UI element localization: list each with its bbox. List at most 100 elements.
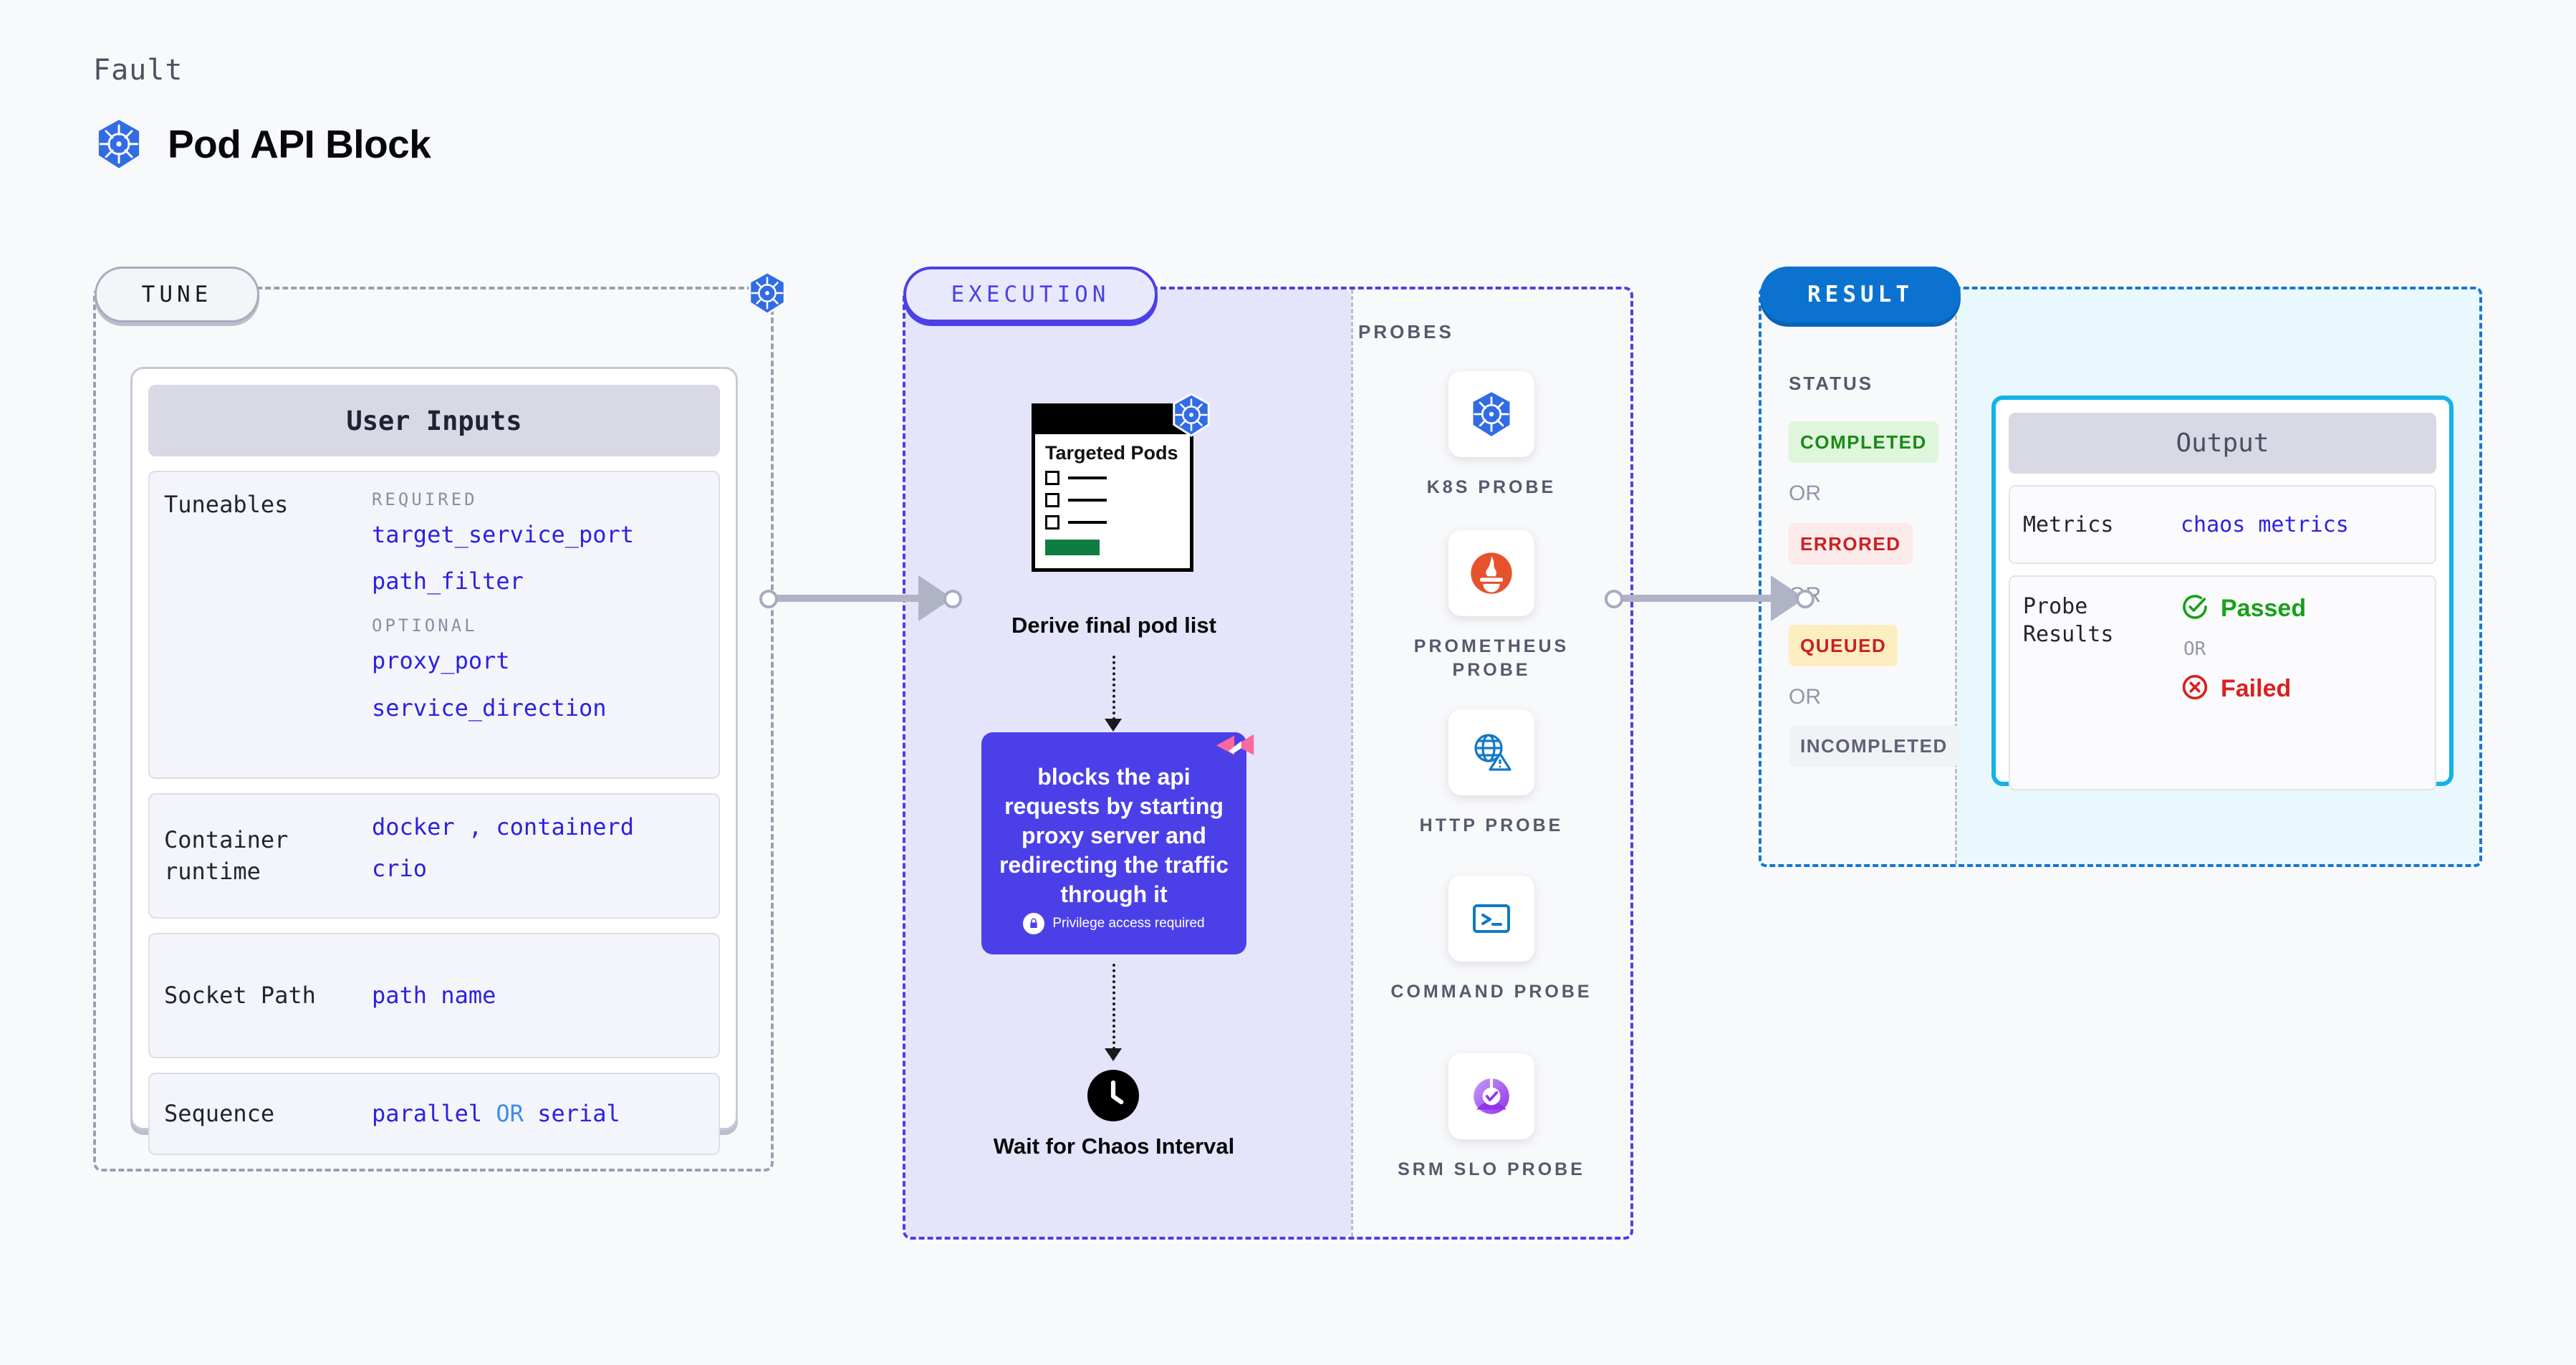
probe-label: HTTP PROBE [1419,815,1564,835]
kubernetes-icon [1169,393,1213,437]
execution-section-pill[interactable]: EXECUTION [903,267,1158,322]
list-line [1068,521,1107,525]
failed-label: Failed [2221,674,2292,702]
srm-slo-donut-icon [1448,1053,1534,1139]
tune-row-socket-path: Socket Path path name [148,933,720,1058]
clock-icon [1087,1070,1139,1121]
prometheus-icon [1448,530,1534,616]
output-card-title: Output [2009,413,2436,474]
tuneable-target-service-port[interactable]: target_service_port [372,521,635,548]
targeted-pods-card: Targeted Pods [1032,403,1193,572]
tune-row-sequence: Sequence parallel OR serial [148,1073,720,1155]
pods-list-item [1045,493,1180,508]
lock-icon [1023,913,1045,934]
user-inputs-card: User Inputs Tuneables REQUIRED target_se… [130,367,738,1155]
probe-label: K8S PROBE [1426,477,1557,497]
probe-srm-slo[interactable]: SRM SLO PROBE [1384,1053,1599,1182]
status-badge-incompleted: INCOMPLETED [1789,725,1959,767]
globe-warning-icon [1448,709,1534,795]
probe-prometheus[interactable]: PROMETHEUS PROBE [1384,530,1599,681]
runtime-crio[interactable]: crio [372,854,428,882]
output-row-probe-results: Probe Results Passed OR Failed [2009,575,2436,790]
checkbox-icon [1045,515,1059,530]
output-row-label: Probe Results [2023,594,2114,647]
socket-path-value[interactable]: path name [372,981,496,1009]
sequence-or: OR [496,1099,524,1127]
tuneable-service-direction[interactable]: service_direction [372,694,607,722]
page-title: Pod API Block [168,122,431,166]
sequence-parallel[interactable]: parallel [372,1099,483,1127]
execution-section-frame [903,287,1633,1240]
probe-result-failed: Failed [2181,673,2306,704]
output-card: Output Metrics chaos metrics Probe Resul… [1991,396,2454,790]
tune-row-tuneables: Tuneables REQUIRED target_service_port p… [148,471,720,779]
list-line [1068,476,1107,480]
sequence-serial[interactable]: serial [537,1099,620,1127]
page-header: Pod API Block [93,118,431,170]
runtime-containerd[interactable]: containerd [496,813,635,841]
probe-command[interactable]: COMMAND PROBE [1384,876,1599,1004]
list-line [1068,499,1107,502]
status-or-label: OR [1789,685,1821,709]
action-description-text: blocks the api requests by starting prox… [999,764,1229,907]
terminal-icon [1448,876,1534,962]
tuneables-required-title: REQUIRED [372,489,478,509]
kubernetes-icon [745,271,789,315]
flow-arrow-head [1105,1048,1122,1061]
probe-label: PROMETHEUS PROBE [1413,636,1570,680]
probes-section-title: PROBES [1358,321,1454,343]
probe-label: SRM SLO PROBE [1398,1159,1585,1179]
privilege-note-text: Privilege access required [1052,916,1205,931]
litmus-ribbon-icon [1213,727,1258,772]
green-progress-bar [1045,540,1100,556]
status-badge-queued: QUEUED [1789,625,1898,666]
passed-label: Passed [2221,594,2307,622]
tune-section-pill[interactable]: TUNE [95,267,259,322]
container-runtime-values-line1: docker , containerd [372,815,704,840]
pods-card-title: Targeted Pods [1045,442,1178,464]
tuneables-optional-title: OPTIONAL [372,616,478,636]
tuneable-path-filter[interactable]: path_filter [372,567,524,595]
action-description-card: blocks the api requests by starting prox… [981,732,1246,954]
output-row-label: Metrics [2023,512,2114,537]
tune-row-label: Sequence [164,1099,275,1127]
result-section-pill[interactable]: RESULT [1760,267,1961,322]
status-badge-completed: COMPLETED [1789,421,1938,463]
metrics-value[interactable]: chaos metrics [2181,512,2349,537]
probe-http[interactable]: HTTP PROBE [1384,709,1599,838]
tune-row-container-runtime: Container runtime docker , containerd cr… [148,793,720,919]
result-section-frame [1759,287,2482,867]
derive-final-pod-list-label: Derive final pod list [1011,613,1216,638]
flow-arrow-head [1105,719,1122,732]
runtime-separator: , [468,813,483,841]
connector-execution-to-result [1605,573,1815,623]
check-circle-icon [2181,593,2209,624]
flow-connector-line [1112,964,1115,1050]
pods-card-titlebar [1035,407,1190,434]
tune-row-label: Tuneables [164,491,289,518]
flow-connector-line [1112,656,1115,720]
status-title: STATUS [1789,373,1874,394]
probe-label: COMMAND PROBE [1390,982,1592,1002]
tuneable-proxy-port[interactable]: proxy_port [372,647,510,675]
user-inputs-title: User Inputs [148,385,720,456]
tune-row-label: Socket Path [164,981,316,1009]
connector-tune-to-execution [759,573,962,623]
fault-eyebrow-label: Fault [93,54,183,87]
output-row-metrics: Metrics chaos metrics [2009,485,2436,564]
kubernetes-icon [93,118,145,170]
kubernetes-icon [1448,371,1534,457]
tune-row-label: Container runtime [164,826,289,885]
probe-result-passed: Passed [2181,593,2306,624]
checkbox-icon [1045,471,1059,486]
runtime-docker[interactable]: docker [372,813,455,841]
tune-section-frame [93,287,774,1172]
pods-list-item [1045,471,1180,486]
probe-k8s[interactable]: K8S PROBE [1384,371,1599,499]
x-circle-icon [2181,673,2209,704]
status-or-label: OR [1789,482,1821,505]
sequence-values: parallel OR serial [372,1101,704,1126]
pods-list-item [1045,515,1180,530]
probe-result-or-label: OR [2183,638,2206,660]
status-badge-errored: ERRORED [1789,523,1913,565]
